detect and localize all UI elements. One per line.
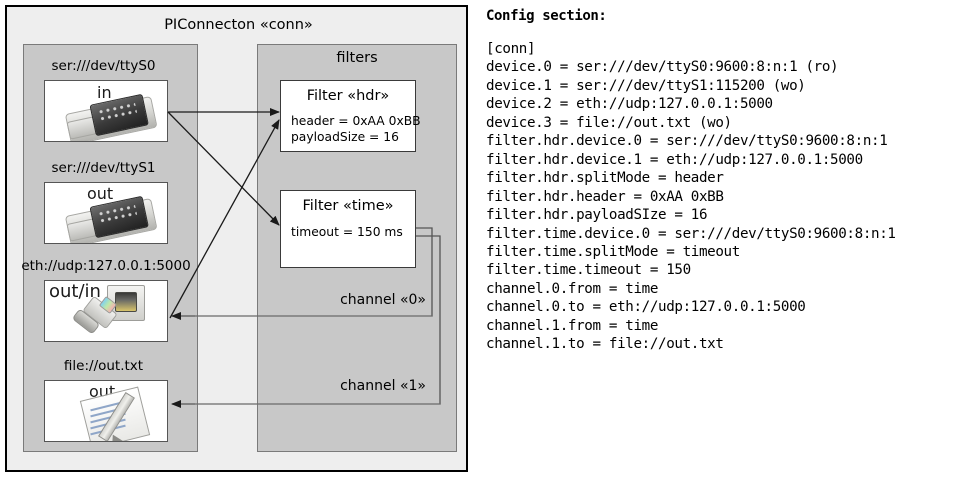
network-jack-port [115,292,137,312]
config-line: filter.time.device.0 = ser:///dev/ttyS0:… [486,225,896,242]
device-direction-ttys1: out [87,184,114,203]
config-line: channel.0.to = eth://udp:127.0.0.1:5000 [486,299,806,316]
config-line: filter.hdr.payloadSIze = 16 [486,207,708,224]
config-line: channel.1.from = time [486,317,659,334]
config-line: device.0 = ser:///dev/ttyS0:9600:8:n:1 (… [486,59,839,76]
config-line: channel.1.to = file://out.txt [486,336,724,353]
config-text: [conn] device.0 = ser:///dev/ttyS0:9600:8… [486,40,896,354]
device-label-ttys1: ser:///dev/ttyS1 [51,160,156,176]
config-line: filter.hdr.device.1 = eth://udp:127.0.0.… [486,151,863,168]
connector-diagram: PIConnecton «conn» filters ser:///dev/tt… [0,0,478,484]
device-box-ttys0[interactable]: in [44,80,168,142]
text-file-icon [79,386,159,441]
filter-box-time[interactable]: Filter «time» timeout = 150 ms [280,190,416,268]
config-line: device.1 = ser:///dev/ttyS1:115200 (wo) [486,77,806,94]
config-line: filter.hdr.splitMode = header [486,170,724,187]
device-label-file: file://out.txt [63,358,144,374]
device-direction-eth: out/in [49,281,101,302]
config-heading: Config section: [486,8,607,24]
diagram-title: PIConnecton «conn» [164,17,313,33]
filters-group-label: filters [336,50,378,66]
filter-title-hdr: Filter «hdr» [306,88,390,104]
filter-box-hdr[interactable]: Filter «hdr» header = 0xAA 0xBB payloadS… [280,80,421,152]
channel-label-0: channel «0» [340,292,426,308]
config-line: filter.time.timeout = 150 [486,262,691,279]
config-panel: Config section: [conn] device.0 = ser:///… [482,0,964,484]
config-line: device.3 = file://out.txt (wo) [486,114,732,131]
config-line: device.2 = eth://udp:127.0.0.1:5000 [486,96,773,113]
config-line: filter.hdr.header = 0xAA 0xBB [486,188,724,205]
filter-prop-header: header = 0xAA 0xBB [291,114,421,128]
config-line: channel.0.from = time [486,280,659,297]
config-line: filter.hdr.device.0 = ser:///dev/ttyS0:9… [486,133,888,150]
config-line: [conn] [486,41,536,57]
device-direction-ttys0: in [97,83,112,102]
device-label-eth: eth://udp:127.0.0.1:5000 [21,258,191,274]
channel-label-1: channel «1» [340,378,426,394]
filter-prop-timeout: timeout = 150 ms [291,225,403,239]
device-box-ttys1[interactable]: out [44,182,168,244]
device-box-eth[interactable]: out/in [44,280,168,342]
filter-prop-payloadsize: payloadSize = 16 [291,130,399,144]
network-jack-icon [71,285,161,335]
filter-title-time: Filter «time» [302,198,394,214]
serial-port-icon [64,92,158,141]
serial-port-icon [64,194,158,243]
device-box-file[interactable]: out [44,380,168,442]
config-line: filter.time.splitMode = timeout [486,243,740,260]
device-label-ttys0: ser:///dev/ttyS0 [51,58,156,74]
